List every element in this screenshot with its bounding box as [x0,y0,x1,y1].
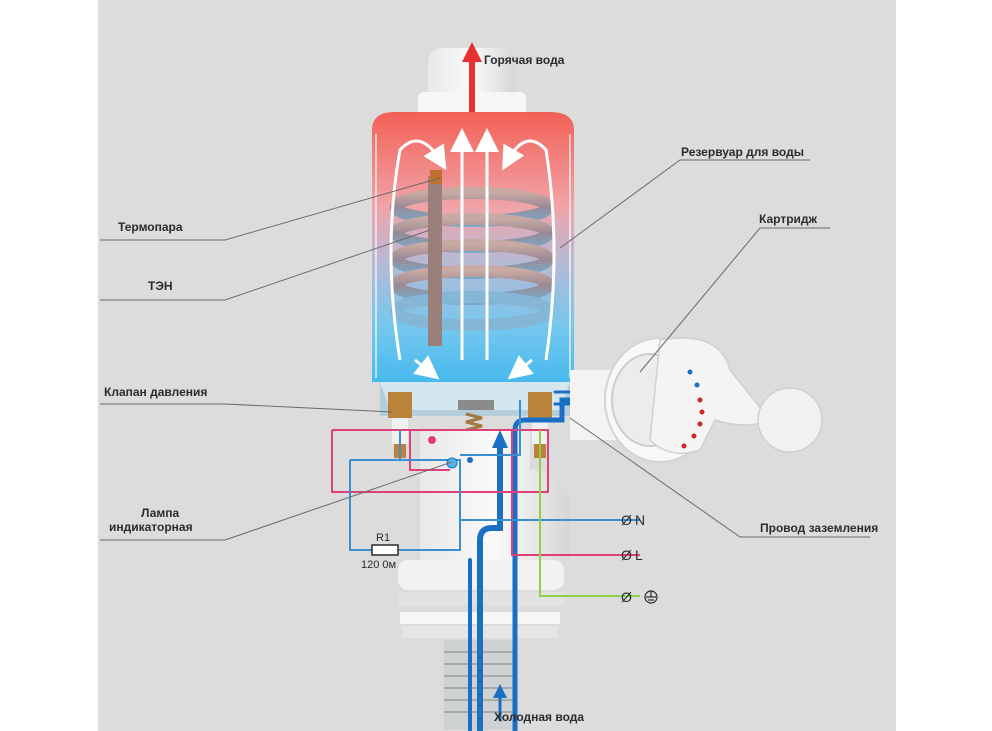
terminal-n-prefix: Ø [621,512,632,528]
terminal-l-prefix: Ø [621,547,632,563]
label-hot-water: Горячая вода [484,53,565,67]
label-indicator-lamp-line2: индикаторная [109,520,193,534]
label-thermocouple: Термопара [118,220,183,234]
pressure-valve-fitting [388,392,412,458]
pink-phase-wire [331,429,640,556]
resistor-r1 [371,544,399,556]
heating-element-coil [390,170,554,346]
ground-symbol-icon [644,590,658,604]
terminal-ground-prefix: Ø [621,589,632,605]
label-cartridge: Картридж [759,212,818,226]
label-heater: ТЭН [148,279,173,293]
terminal-n: N [635,512,645,528]
cartridge-handle [570,337,823,463]
leader-lines [100,159,870,541]
label-indicator-lamp-line1: Лампа [141,506,180,520]
hot-water-arrow [462,42,482,112]
label-pressure-valve: Клапан давления [104,385,207,399]
green-ground-wire [539,430,640,597]
label-cold-water: Холодная вода [494,710,584,724]
convection-arrows [389,128,556,380]
label-reservoir: Резервуар для воды [681,145,804,159]
thermostat-spring [458,400,494,436]
indicator-lamp [428,436,473,469]
resistor-name: R1 [376,532,390,544]
resistor-value: 120 0м [361,559,396,571]
label-ground-wire: Провод заземления [760,521,878,535]
terminal-l: L [635,547,643,563]
blue-neutral-wire [349,400,640,551]
lower-body [398,430,570,730]
